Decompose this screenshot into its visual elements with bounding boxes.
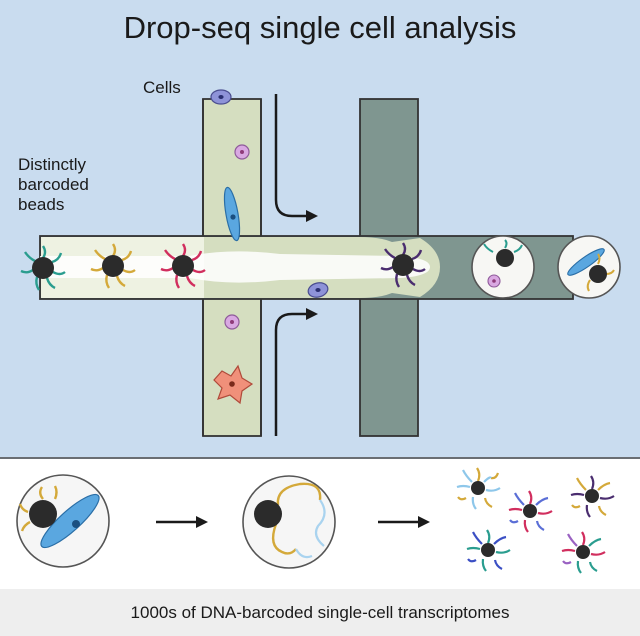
cell-icon xyxy=(223,186,241,242)
flow-stream xyxy=(40,251,430,283)
beads-in-channel xyxy=(20,242,426,291)
cells-in-channel xyxy=(210,89,329,405)
transcriptome-bead xyxy=(570,475,615,518)
process-arrow-2 xyxy=(378,516,430,528)
caption-band xyxy=(0,589,640,636)
figure-caption: 1000s of DNA-barcoded single-cell transc… xyxy=(130,603,510,622)
flow-arrow-top xyxy=(274,94,306,218)
lysis-droplet xyxy=(16,474,110,568)
flow-arrow-bottom xyxy=(274,312,306,436)
barcoded-transcriptomes xyxy=(456,467,615,574)
bead-teal xyxy=(20,245,66,291)
droplet xyxy=(557,235,621,299)
droplets xyxy=(471,235,621,299)
flow-arrows xyxy=(274,94,318,436)
transcriptome-bead xyxy=(456,467,501,510)
bead-gold xyxy=(90,243,136,289)
transcriptome-bead xyxy=(466,529,511,572)
figure-title: Drop-seq single cell analysis xyxy=(123,10,517,45)
beads-label: Distinctly barcoded beads xyxy=(18,155,89,214)
droplet xyxy=(471,235,535,299)
cells-label: Cells xyxy=(143,78,181,97)
bead-red xyxy=(160,243,206,289)
transcriptome-bead xyxy=(561,531,606,574)
bead-purple xyxy=(380,242,426,288)
capture-droplet xyxy=(242,475,336,569)
process-arrow-1 xyxy=(156,516,208,528)
transcriptome-bead xyxy=(508,490,553,533)
